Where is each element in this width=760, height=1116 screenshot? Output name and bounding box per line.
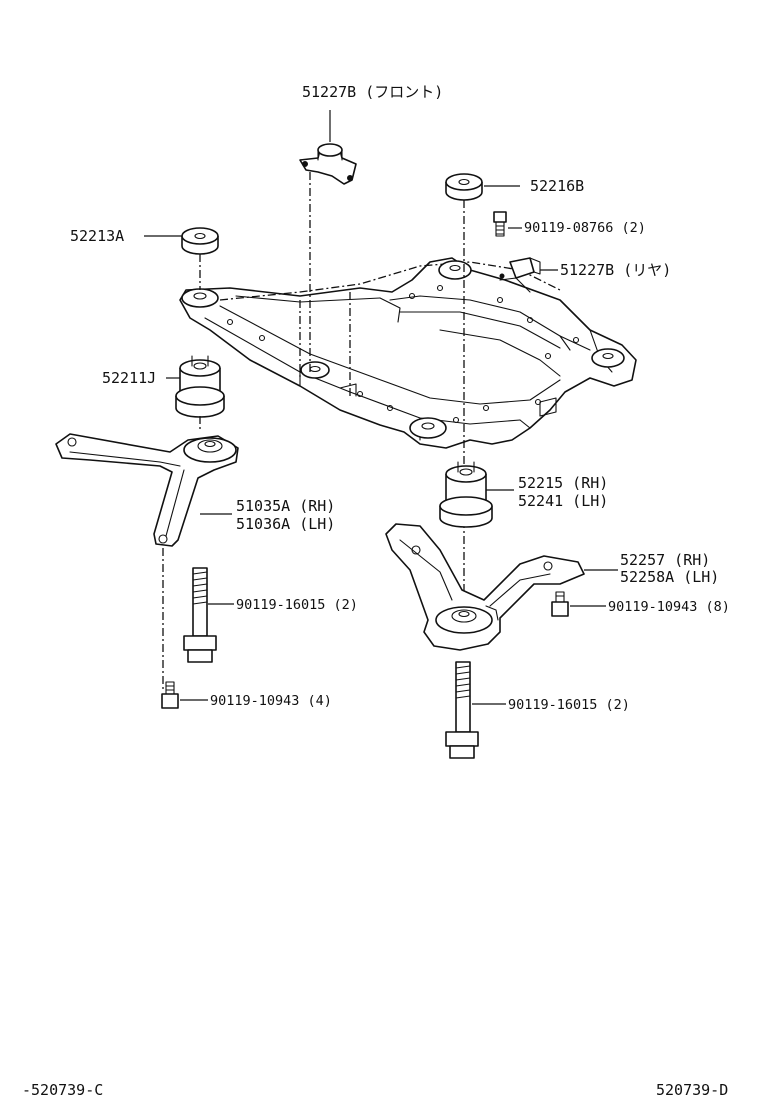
label-52257: 52257 (RH) xyxy=(620,551,711,569)
front-mount-bracket xyxy=(299,110,357,372)
cushion-52213A xyxy=(144,227,219,290)
label-52215: 52215 (RH) xyxy=(518,474,609,492)
stopper-arm-right xyxy=(385,523,618,651)
label-90119-16015-right: 90119-16015 (2) xyxy=(508,697,630,713)
label-51227B-rear: 51227B (リヤ) xyxy=(560,261,672,279)
label-52211J: 52211J xyxy=(102,369,157,387)
label-51035A: 51035A (RH) xyxy=(236,497,336,515)
bolt-90119-10943-right xyxy=(551,591,606,617)
label-52241: 52241 (LH) xyxy=(518,492,609,510)
stopper-arm-left xyxy=(55,433,239,547)
bolt-90119-16015-left xyxy=(162,548,234,690)
bushing-52211J xyxy=(166,355,225,430)
crossmember-frame xyxy=(179,257,637,449)
bushing-52215 xyxy=(439,461,514,528)
label-52216B: 52216B xyxy=(530,177,585,195)
label-51227B-front: 51227B (フロント) xyxy=(302,83,444,101)
label-90119-10943-right: 90119-10943 (8) xyxy=(608,599,730,615)
bolt-90119-10943-left xyxy=(161,681,208,709)
label-90119-08766: 90119-08766 (2) xyxy=(524,220,646,236)
bolt-90119-16015-right xyxy=(445,661,506,759)
cushion-52216B xyxy=(445,173,520,600)
label-90119-10943-left: 90119-10943 (4) xyxy=(210,693,332,709)
bolt-90119-08766 xyxy=(493,211,522,237)
footer-code-left: -520739-C xyxy=(22,1081,104,1099)
rear-mount-bracket xyxy=(499,257,558,293)
label-52213A: 52213A xyxy=(70,227,125,245)
footer-code-right: 520739-D xyxy=(656,1081,729,1099)
label-51036A: 51036A (LH) xyxy=(236,515,336,533)
label-90119-16015-left: 90119-16015 (2) xyxy=(236,597,358,613)
label-52258A: 52258A (LH) xyxy=(620,568,720,586)
